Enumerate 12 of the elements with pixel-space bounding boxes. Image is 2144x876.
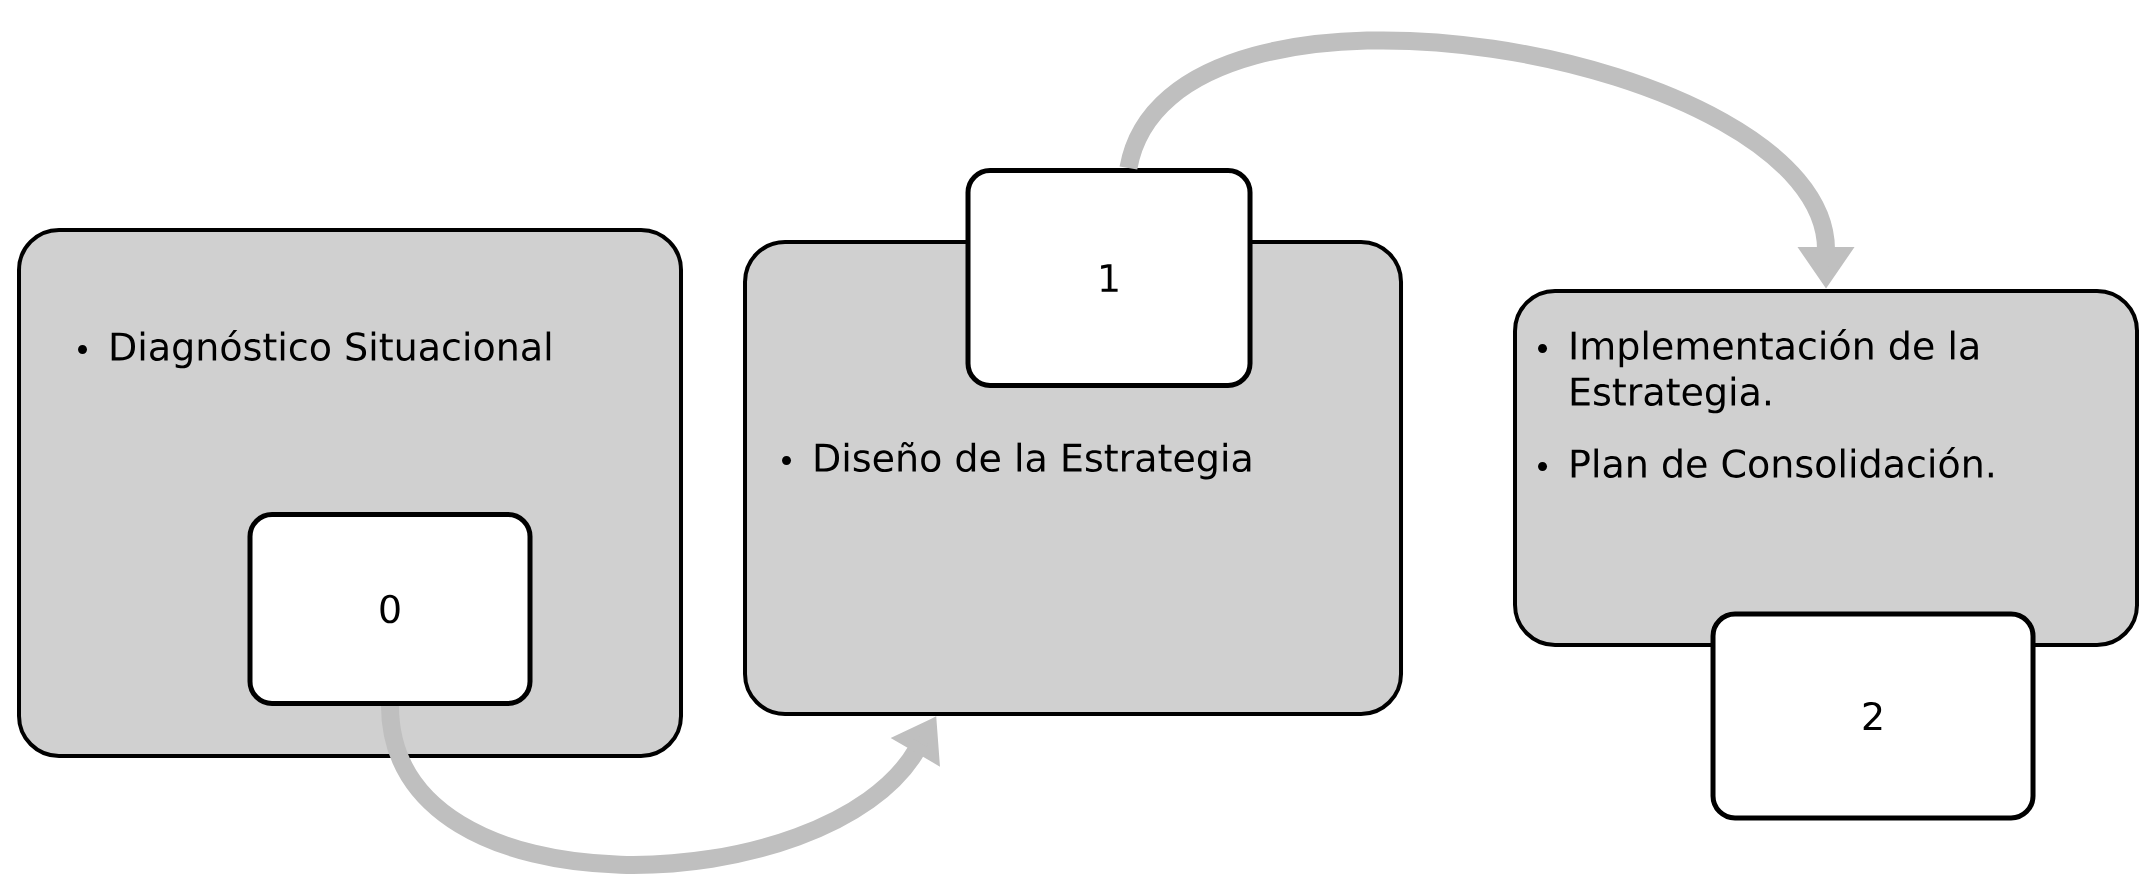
number-box bbox=[247, 512, 533, 706]
curved-arrow bbox=[381, 704, 940, 874]
step-number: 2 bbox=[1863, 701, 1882, 731]
step-number: 0 bbox=[380, 594, 400, 624]
bullet-text: Diseño de la Estrategia bbox=[815, 442, 1251, 480]
bullet-text: Implementación de la Estrategia. bbox=[1571, 329, 1978, 414]
step-number: 1 bbox=[1101, 264, 1118, 292]
bullet-text: Plan de Consolidación. bbox=[1571, 447, 1993, 478]
bullet-text: Diagnóstico Situacional bbox=[111, 330, 551, 369]
step-panel bbox=[1513, 289, 2139, 647]
number-box bbox=[1710, 611, 2036, 821]
number-box bbox=[965, 168, 1253, 388]
